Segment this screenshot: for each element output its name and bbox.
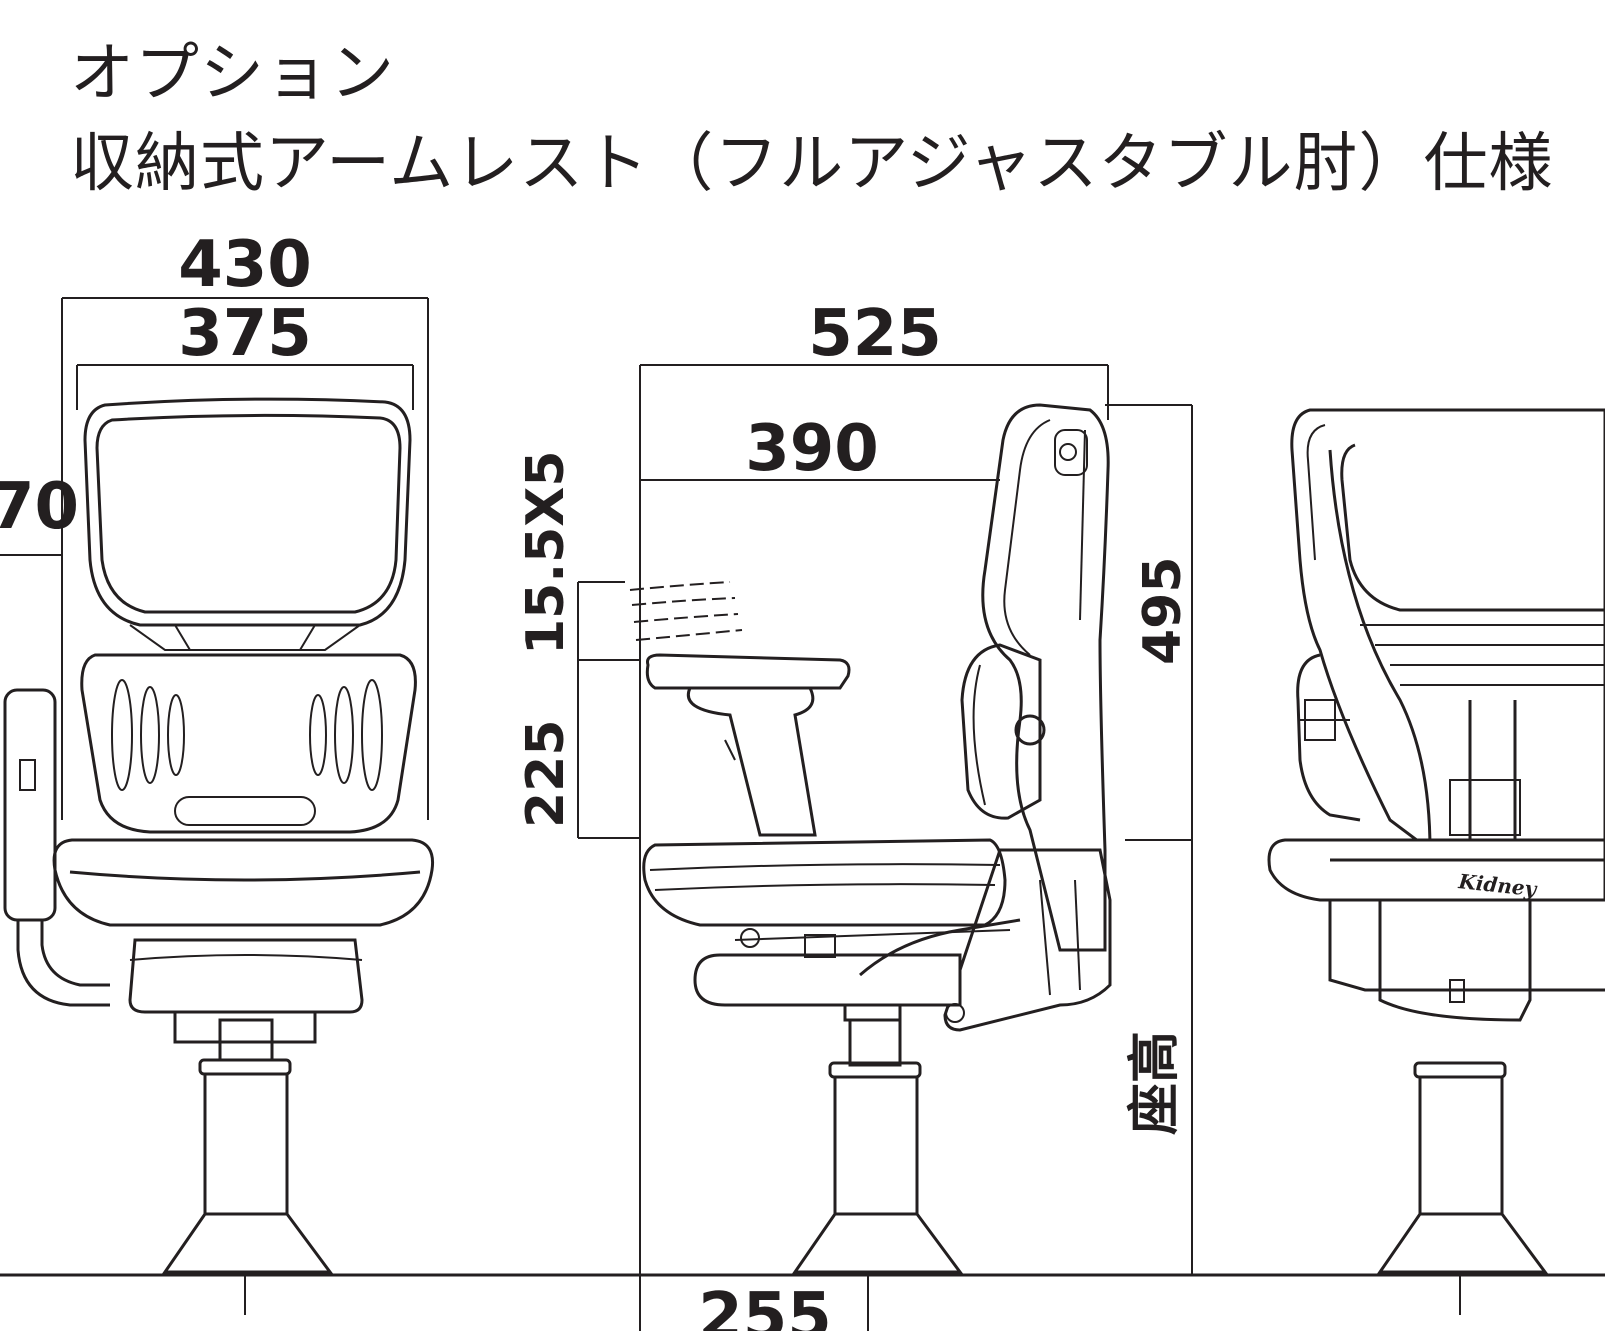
dim-70-partial: 70 (0, 470, 79, 544)
dim-225: 225 (516, 719, 576, 828)
option-title: オプション (70, 37, 395, 111)
dim-15-5x5: 15.5X5 (516, 450, 576, 655)
dim-375: 375 (178, 297, 312, 371)
back-view: Kidney (1267, 408, 1605, 1274)
dim-525: 525 (808, 297, 942, 371)
dim-390: 390 (745, 412, 879, 486)
side-view: 525 390 15.5X5 225 495 座高 (516, 297, 1193, 1331)
dim-495: 495 (1133, 556, 1193, 665)
dim-255: 255 (698, 1280, 832, 1331)
front-view: 430 375 70 (0, 228, 435, 1274)
dim-430: 430 (178, 228, 312, 302)
seat-height-label: 座高 (1125, 1031, 1185, 1135)
spec-title: 収納式アームレスト（フルアジャスタブル肘）仕様 (70, 127, 1554, 201)
